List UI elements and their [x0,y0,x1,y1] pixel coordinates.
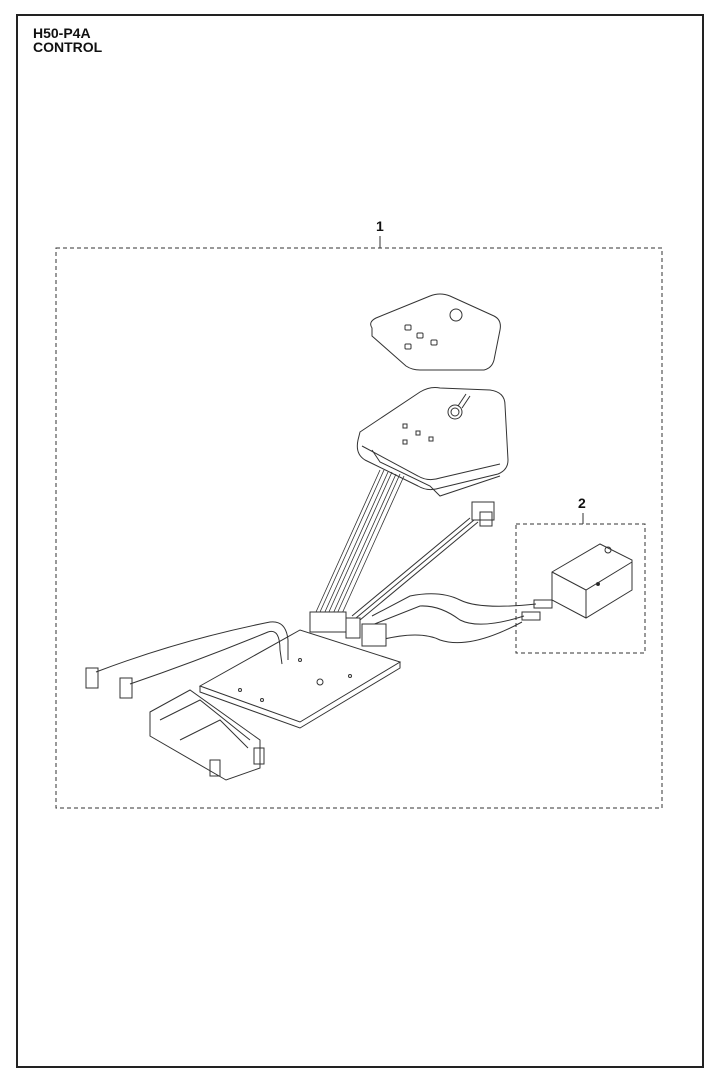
circuit-board [198,611,402,729]
micro-switch [371,543,633,644]
control-panel [356,387,509,497]
page-frame [16,14,704,1068]
assembly-1-boundary [55,247,663,809]
section-name: CONTROL [33,39,103,55]
ribbon-cable [315,469,405,619]
callout-2[interactable]: 2 [578,495,586,511]
callout-1[interactable]: 1 [376,218,384,234]
connector-harness [351,501,495,621]
model-code: H50-P4A [33,25,91,41]
page-title: H50-P4A CONTROL [33,26,102,54]
keypad-overlay [370,293,501,371]
lead-wires [85,621,289,699]
mounting-bracket [149,689,265,781]
assembly-2-boundary [515,523,646,654]
